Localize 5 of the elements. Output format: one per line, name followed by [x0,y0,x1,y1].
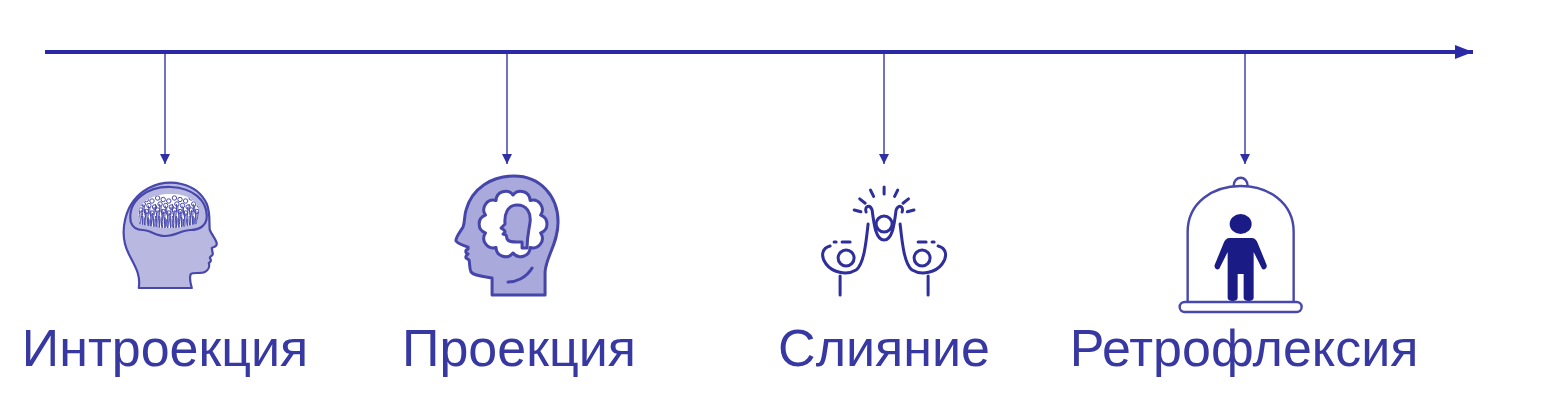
arrow [502,53,512,165]
arrow [1240,53,1250,165]
concept-label: Слияние [778,322,990,374]
arrow [160,53,170,165]
arrow [879,53,889,165]
